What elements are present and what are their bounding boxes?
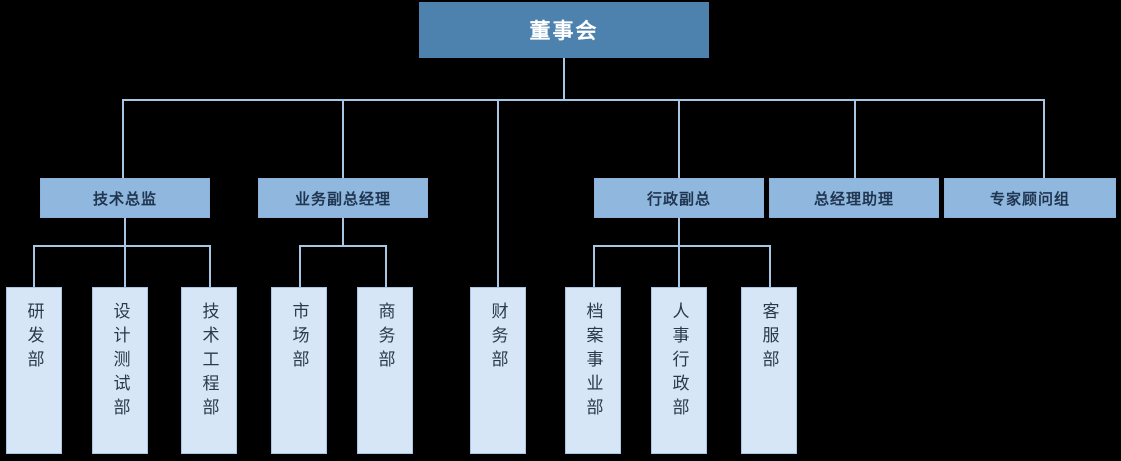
node-expert-advisory-group[interactable]: 专家顾问组	[944, 178, 1116, 218]
node-label: 总经理助理	[813, 190, 894, 208]
node-gm-assistant[interactable]: 总经理助理	[769, 178, 939, 218]
connector-business-vp-stem	[342, 218, 344, 246]
connector-to-rnd-dept	[33, 245, 35, 287]
node-label: 研发部	[24, 302, 44, 374]
node-hr-admin-dept[interactable]: 人事行政部	[651, 287, 707, 454]
connector-to-tech-engineering-dept	[209, 245, 211, 287]
node-label: 董事会	[529, 20, 599, 43]
node-business-vp[interactable]: 业务副总经理	[258, 178, 428, 218]
connector-to-design-test-dept	[124, 245, 126, 287]
node-label: 行政副总	[646, 190, 711, 208]
connector-admin-vp-bus	[593, 245, 771, 247]
node-customer-service-dept[interactable]: 客服部	[741, 287, 797, 454]
connector-bus-to-finance-dept	[497, 99, 499, 287]
node-label: 财务部	[488, 302, 508, 374]
node-tech-director[interactable]: 技术总监	[40, 178, 210, 218]
connector-root-stem	[563, 58, 565, 100]
connector-admin-vp-stem	[678, 218, 680, 246]
node-label: 业务副总经理	[294, 190, 391, 208]
node-business-dept[interactable]: 商务部	[357, 287, 413, 454]
connector-bus-to-tech-director	[122, 99, 124, 178]
node-design-test-dept[interactable]: 设计测试部	[92, 287, 148, 454]
node-finance-dept[interactable]: 财务部	[470, 287, 526, 454]
node-label: 商务部	[375, 302, 395, 374]
connector-bus-to-admin-vp	[678, 99, 680, 178]
node-label: 设计测试部	[110, 302, 130, 422]
connector-to-business-dept	[385, 245, 387, 287]
node-label: 市场部	[289, 302, 309, 374]
node-label: 技术总监	[92, 190, 157, 208]
connector-to-hr-admin-dept	[678, 245, 680, 287]
connector-main-bus	[122, 99, 1045, 101]
node-board-of-directors[interactable]: 董事会	[419, 2, 709, 58]
connector-tech-director-stem	[124, 218, 126, 246]
node-admin-vp[interactable]: 行政副总	[594, 178, 764, 218]
node-label: 档案事业部	[583, 302, 603, 422]
node-label: 客服部	[759, 302, 779, 374]
connector-to-marketing-dept	[299, 245, 301, 287]
connector-bus-to-business-vp	[342, 99, 344, 178]
node-label: 专家顾问组	[989, 190, 1070, 208]
connector-tech-director-bus	[33, 245, 211, 247]
node-tech-engineering-dept[interactable]: 技术工程部	[181, 287, 237, 454]
connector-to-customer-service-dept	[769, 245, 771, 287]
connector-bus-to-gm-assistant	[854, 99, 856, 178]
node-rnd-dept[interactable]: 研发部	[6, 287, 62, 454]
connector-to-archive-division	[593, 245, 595, 287]
connector-business-vp-bus	[299, 245, 387, 247]
node-archive-division[interactable]: 档案事业部	[565, 287, 621, 454]
node-label: 人事行政部	[669, 302, 689, 422]
node-marketing-dept[interactable]: 市场部	[271, 287, 327, 454]
connector-bus-to-expert-group	[1043, 99, 1045, 178]
node-label: 技术工程部	[199, 302, 219, 422]
